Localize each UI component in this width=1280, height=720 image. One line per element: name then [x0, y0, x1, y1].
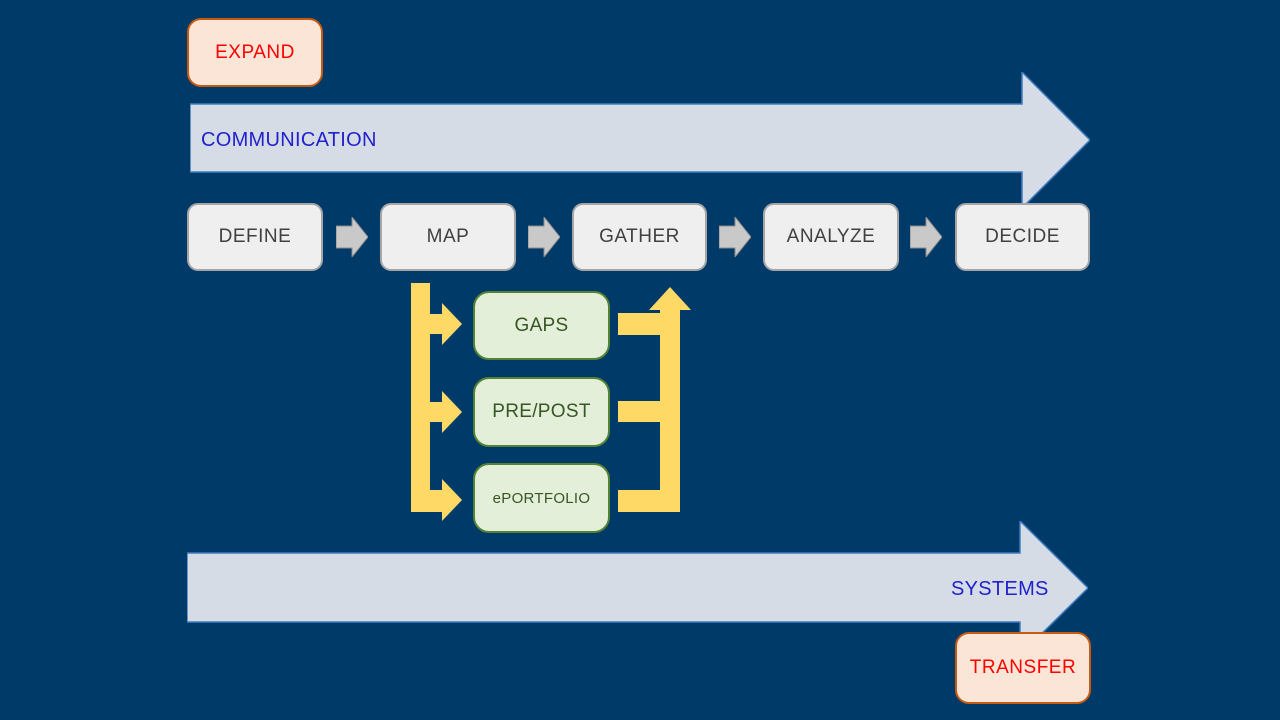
yellow-branch-arrows-left [411, 283, 462, 521]
process-step-map: MAP [380, 203, 516, 271]
step-connector-arrow-icon [528, 217, 560, 257]
step-connector-arrow-icon [910, 217, 942, 257]
step-label: ANALYZE [786, 226, 876, 247]
communication-band-arrow [190, 72, 1090, 208]
right-arrow-shape [910, 217, 942, 257]
tool-label: ePORTFOLIO [492, 489, 591, 507]
systems-band-arrow [187, 521, 1088, 655]
transfer-label: TRANSFER [969, 657, 1077, 678]
tool-box-prepost: PRE/POST [473, 377, 610, 447]
right-arrow-shape [528, 217, 560, 257]
branch-arrow-to-prepost [430, 391, 462, 433]
process-step-define: DEFINE [187, 203, 323, 271]
process-step-gather: GATHER [572, 203, 707, 271]
step-label: DEFINE [218, 226, 292, 247]
yellow-return-arrow-right [618, 287, 691, 512]
bar-from-gaps [618, 313, 662, 335]
transfer-endpoint-box: TRANSFER [955, 632, 1091, 704]
right-arrow-shape [187, 521, 1088, 655]
step-connector-arrow-icon [719, 217, 751, 257]
tool-box-gaps: GAPS [473, 291, 610, 360]
step-label: MAP [426, 226, 470, 247]
vertical-trunk-shape [411, 283, 430, 512]
process-step-analyze: ANALYZE [763, 203, 899, 271]
communication-label: COMMUNICATION [201, 129, 377, 151]
step-label: GATHER [599, 226, 680, 247]
systems-label: SYSTEMS [951, 578, 1049, 600]
right-arrow-shape [336, 217, 368, 257]
tool-label: GAPS [514, 314, 569, 336]
step-connector-arrow-icon [336, 217, 368, 257]
up-arrowhead-shape [649, 287, 691, 310]
bar-from-eportfolio [618, 490, 662, 512]
right-arrow-shape [190, 72, 1090, 208]
branch-arrow-to-gaps [430, 303, 462, 345]
tool-label: PRE/POST [492, 401, 591, 422]
branch-arrow-to-eportfolio [430, 479, 462, 521]
right-arrow-shape [719, 217, 751, 257]
vertical-trunk-shape [660, 308, 680, 512]
tool-box-eportfolio: ePORTFOLIO [473, 463, 610, 533]
expand-label: EXPAND [215, 41, 295, 63]
process-step-decide: DECIDE [955, 203, 1090, 271]
expand-endpoint-box: EXPAND [187, 18, 323, 87]
step-label: DECIDE [985, 226, 1060, 247]
bar-from-prepost [618, 401, 662, 422]
